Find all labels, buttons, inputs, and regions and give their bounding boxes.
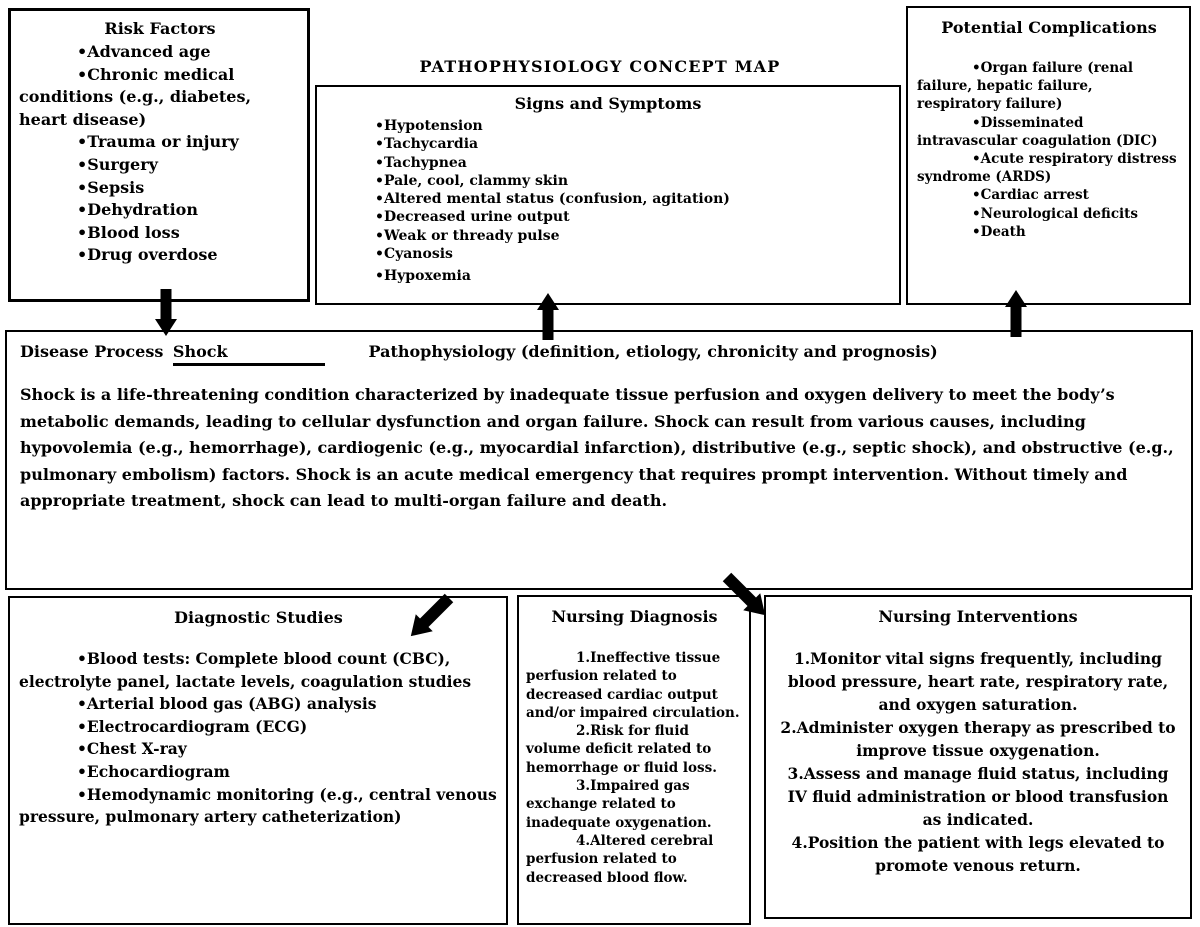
diagnostic-studies-header: Diagnostic Studies	[174, 608, 343, 627]
list-item: •Surgery	[77, 154, 158, 174]
diagnostic-studies-list: •Blood tests: Complete blood count (CBC)…	[19, 648, 498, 829]
list-item: •Dehydration	[77, 200, 198, 220]
pathophysiology-heading: Pathophysiology (definition, etiology, c…	[368, 342, 938, 361]
list-item: •Hypoxemia	[375, 268, 471, 285]
list-item: 3.Assess and manage fluid status, includ…	[787, 764, 1169, 829]
diagnostic-studies-box: Diagnostic Studies •Blood tests: Complet…	[8, 596, 508, 925]
list-item: •Electrocardiogram (ECG)	[77, 716, 308, 736]
list-item: •Death	[972, 223, 1026, 240]
potential-complications-list: •Organ failure (renal failure, hepatic f…	[917, 59, 1181, 241]
potential-complications-box: Potential Complications •Organ failure (…	[906, 6, 1191, 305]
risk-factors-header: Risk Factors	[104, 19, 216, 38]
list-item: 4.Altered cerebral perfusion related to …	[526, 832, 714, 886]
nursing-interventions-list: 1.Monitor vital signs frequently, includ…	[778, 647, 1178, 877]
list-item: •Arterial blood gas (ABG) analysis	[77, 694, 377, 714]
page-title: PATHOPHYSIOLOGY CONCEPT MAP	[419, 57, 781, 76]
list-item: 2.Administer oxygen therapy as prescribe…	[780, 718, 1176, 760]
list-item: 1.Ineffective tissue perfusion related t…	[526, 650, 740, 721]
disease-process-box: Disease Process Shock Pathophysiology (d…	[5, 330, 1193, 590]
pathophysiology-description: Shock is a life-threatening condition ch…	[20, 385, 1174, 511]
list-item: •Advanced age	[77, 42, 211, 61]
list-item: •Pale, cool, clammy skin	[375, 172, 569, 189]
nursing-interventions-header: Nursing Interventions	[878, 607, 1078, 626]
list-item: •Tachypnea	[375, 154, 467, 171]
signs-symptoms-box: Signs and Symptoms •Hypotension •Tachycar…	[315, 85, 901, 305]
nursing-diagnosis-box: Nursing Diagnosis 1.Ineffective tissue p…	[517, 595, 751, 925]
disease-name-underlined: Shock	[172, 341, 325, 366]
list-item: •Echocardiogram	[77, 761, 230, 781]
nursing-diagnosis-list: 1.Ineffective tissue perfusion related t…	[526, 649, 743, 887]
list-item: •Acute respiratory distress syndrome (AR…	[917, 151, 1177, 186]
list-item: •Weak or thready pulse	[375, 227, 560, 244]
list-item: •Chronic medical conditions (e.g., diabe…	[19, 64, 252, 129]
signs-symptoms-header: Signs and Symptoms	[514, 94, 702, 113]
list-item: •Organ failure (renal failure, hepatic f…	[917, 60, 1134, 113]
list-item: 1.Monitor vital signs frequently, includ…	[787, 649, 1169, 714]
list-item: •Altered mental status (confusion, agita…	[375, 191, 730, 208]
list-item: 4.Position the patient with legs elevate…	[791, 833, 1165, 875]
disease-process-label: Disease Process	[20, 342, 164, 361]
list-item: •Decreased urine output	[375, 209, 570, 226]
list-item: •Tachycardia	[375, 136, 479, 153]
potential-complications-header: Potential Complications	[941, 18, 1157, 37]
nursing-diagnosis-header: Nursing Diagnosis	[551, 607, 718, 626]
signs-symptoms-list: •Hypotension •Tachycardia•Tachypnea•Pale,…	[323, 117, 893, 286]
list-item: •Blood loss	[77, 222, 180, 242]
list-item: •Blood tests: Complete blood count (CBC)…	[19, 649, 472, 691]
list-item: •Trauma or injury	[77, 132, 239, 152]
list-item: •Cyanosis	[375, 246, 453, 263]
list-item: •Hemodynamic monitoring (e.g., central v…	[19, 784, 497, 827]
list-item: •Chest X-ray	[77, 739, 187, 759]
list-item: 3.Impaired gas exchange related to inade…	[526, 778, 712, 831]
list-item: •Neurological deficits	[972, 205, 1139, 222]
list-item: •Disseminated intravascular coagulation …	[917, 114, 1158, 149]
risk-factors-list: •Advanced age •Chronic medical conditions…	[19, 41, 301, 267]
risk-factors-box: Risk Factors •Advanced age •Chronic medic…	[8, 8, 310, 302]
list-item: •Cardiac arrest	[972, 187, 1089, 204]
list-item: •Drug overdose	[77, 245, 218, 265]
disease-process-line: Disease Process Shock Pathophysiology (d…	[20, 341, 1177, 366]
list-item: •Sepsis	[77, 177, 145, 197]
nursing-interventions-box: Nursing Interventions 1.Monitor vital si…	[764, 595, 1192, 919]
list-item: •Hypotension	[375, 118, 483, 134]
list-item: 2.Risk for fluid volume deficit related …	[526, 723, 717, 776]
